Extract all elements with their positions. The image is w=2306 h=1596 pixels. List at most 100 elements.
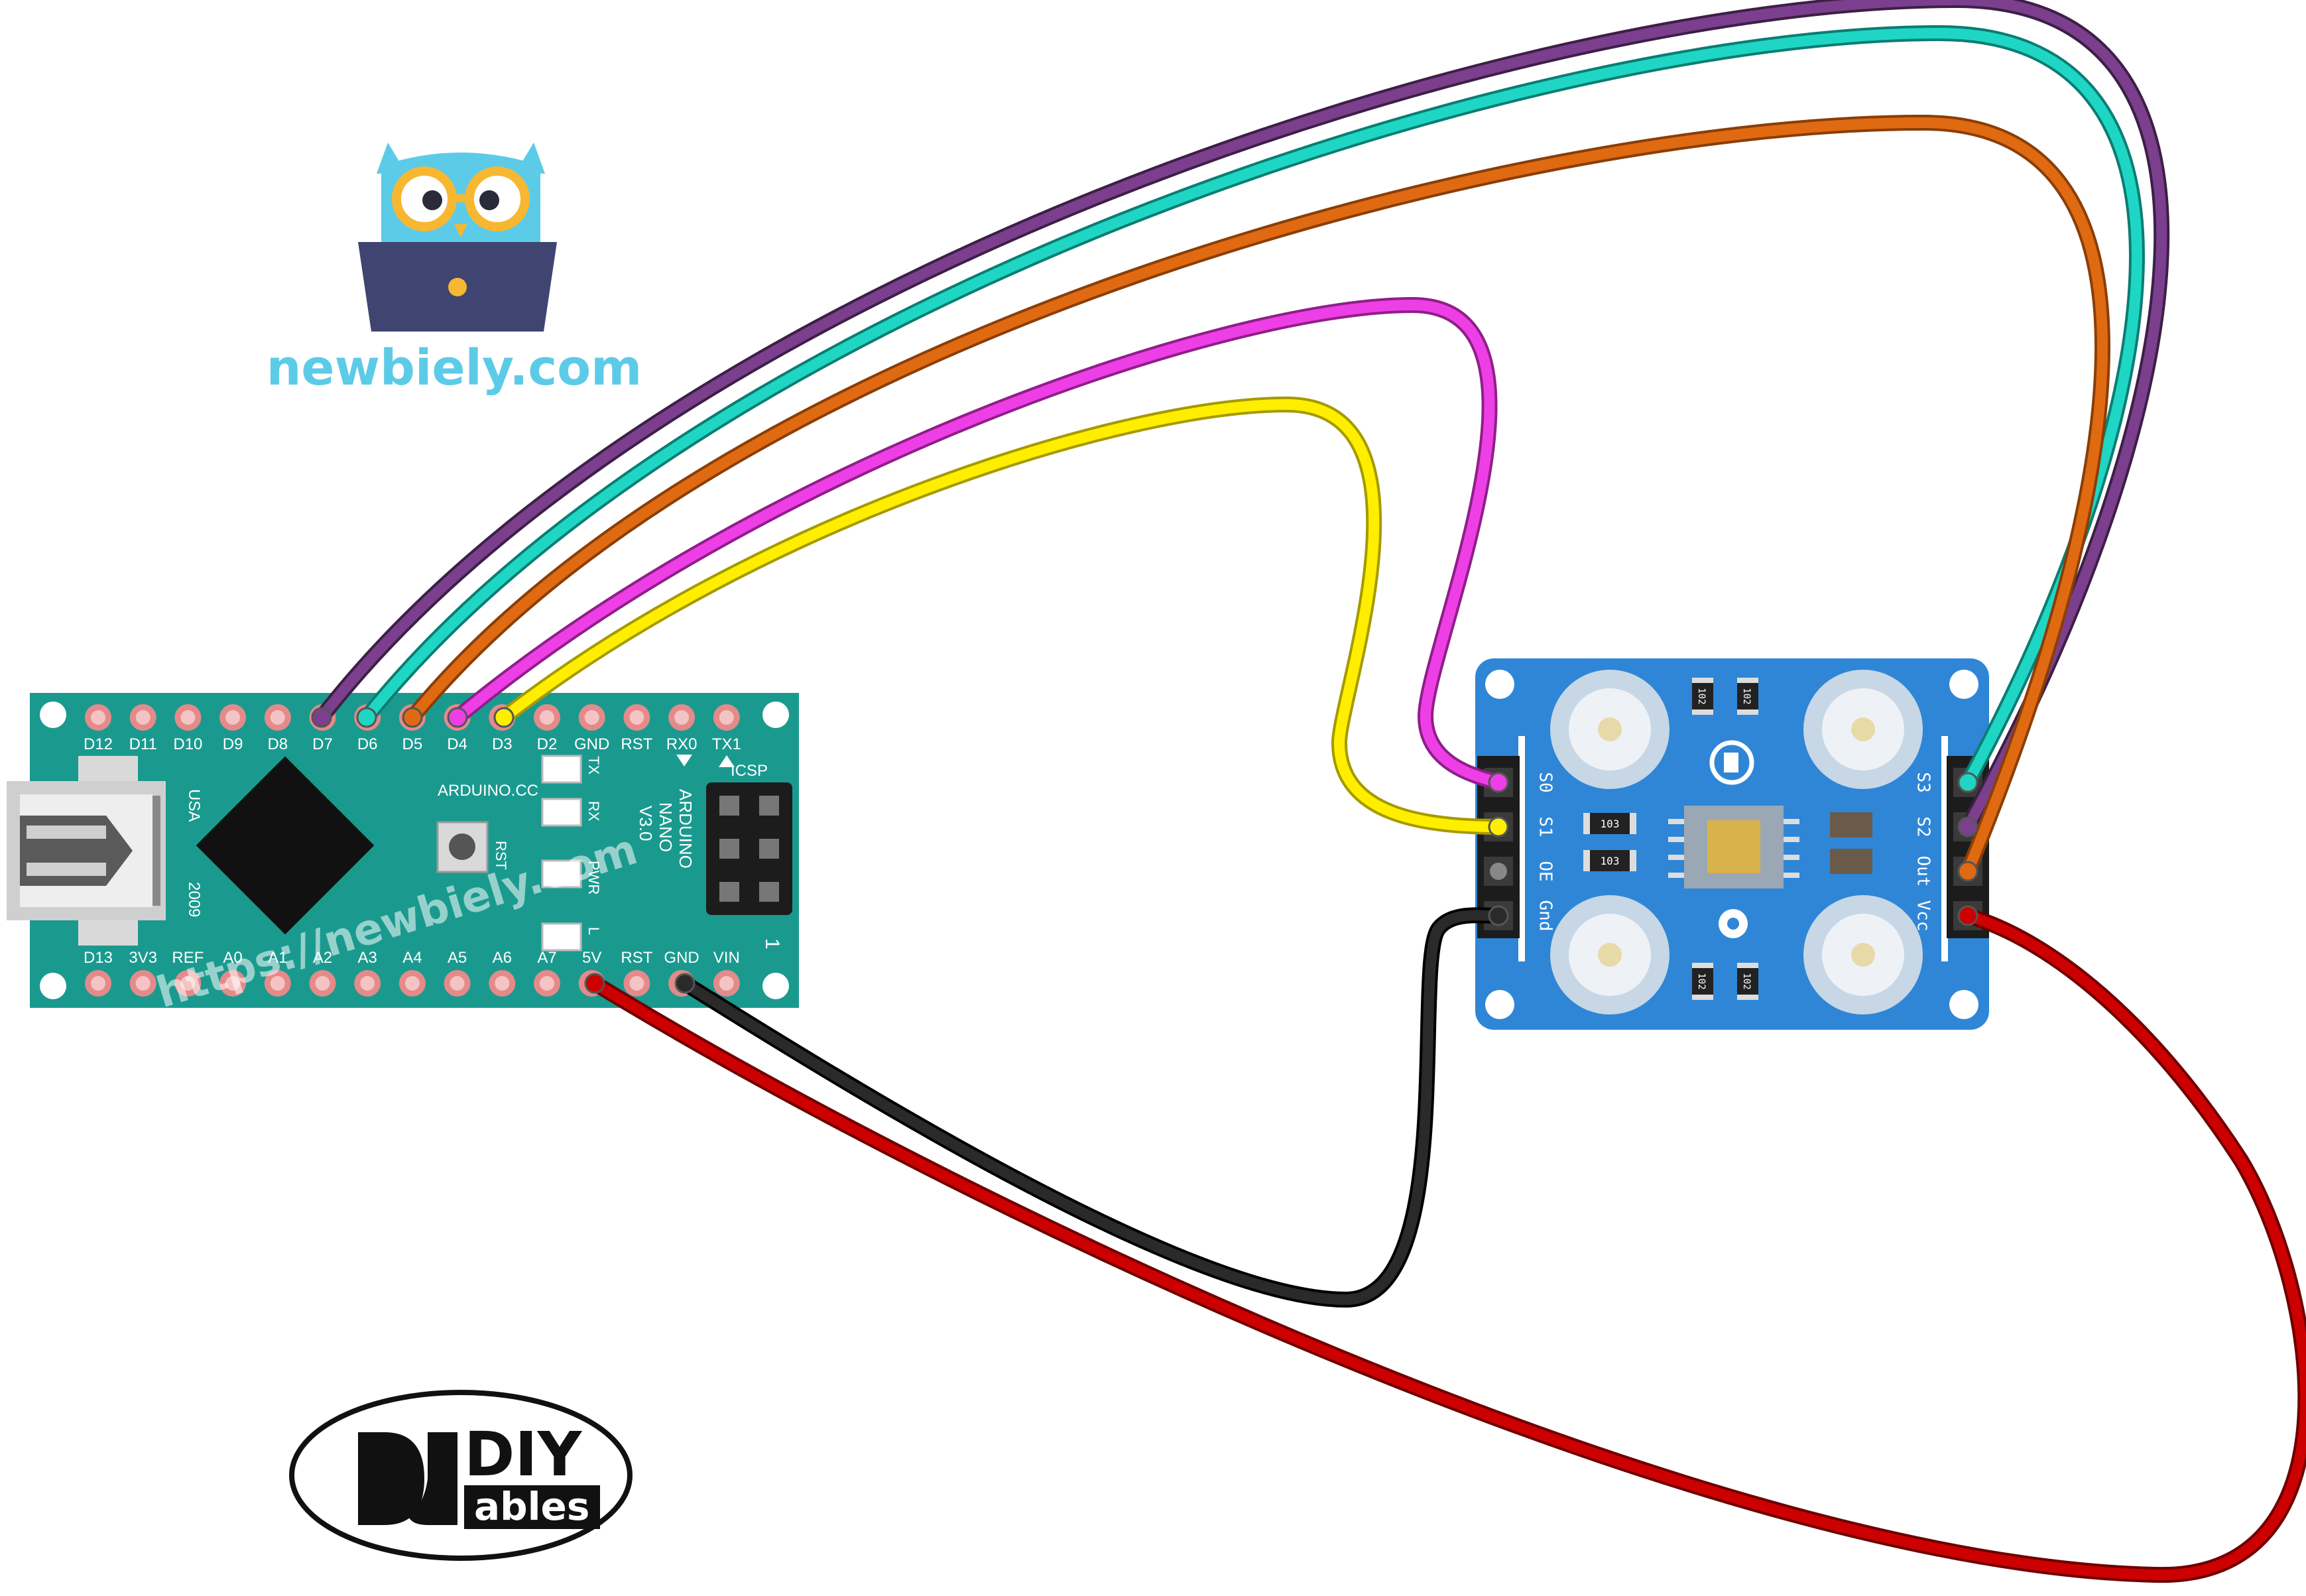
sensor-pin-label: S2 [1913, 816, 1933, 837]
wire-black [677, 907, 1506, 1308]
nano-pin-rst: RST [621, 704, 653, 753]
sensor-pin-label: Out [1913, 856, 1933, 887]
svg-text:102: 102 [1696, 973, 1707, 989]
wire-end [493, 707, 515, 728]
wire-end [1488, 905, 1509, 926]
nano-pin-a7: A7 [534, 949, 560, 997]
svg-text:ARDUINO: ARDUINO [676, 789, 696, 869]
nano-pin-label: GND [664, 949, 699, 967]
led-pwr-label: PWR [585, 861, 602, 894]
nano-pin-label: D9 [223, 735, 243, 753]
nano-pin-label: A3 [358, 949, 377, 967]
svg-text:103: 103 [1601, 818, 1620, 830]
gear-icon [1719, 909, 1748, 938]
icsp-header [706, 782, 792, 915]
nano-pin-label: A7 [537, 949, 556, 967]
nano-pin-label: D12 [84, 735, 113, 753]
smd-resistors: 102 102 103 103 102 102 [1583, 678, 1758, 1000]
nano-pin-label: D11 [129, 735, 157, 753]
nano-pin-label: D10 [173, 735, 202, 753]
svg-text:NANO: NANO [656, 802, 676, 852]
sensor-logo-icon [1709, 740, 1754, 785]
nano-pin-rst: RST [621, 949, 653, 997]
onboard-leds [541, 755, 582, 951]
wire-end [1957, 905, 1978, 926]
nano-pin-label: A1 [268, 949, 287, 967]
nano-pin-a5: A5 [444, 949, 471, 997]
nano-pin-d10: D10 [173, 704, 202, 753]
wire-end [1488, 816, 1509, 837]
wire-end [1957, 861, 1978, 882]
sensor-pin-label: OE [1536, 861, 1555, 881]
sensor-pin-label: S0 [1536, 772, 1555, 792]
nano-pin-a6: A6 [489, 949, 516, 997]
tcs-sensor-chip [1668, 806, 1799, 889]
wire-end [311, 707, 332, 728]
nano-pin-label: D8 [267, 735, 288, 753]
nano-pin-tx1: TX1 [712, 704, 741, 753]
nano-pin-d11: D11 [129, 704, 157, 753]
wire-end [402, 707, 423, 728]
newbiely-logo: newbiely.com [267, 143, 642, 397]
nano-pin-label: GND [574, 735, 609, 753]
sensor-pin-label: S3 [1913, 772, 1933, 792]
wire-end [674, 973, 696, 994]
nano-pin-a3: A3 [354, 949, 381, 997]
led-l-label: L [585, 927, 602, 935]
nano-pin-d2: D2 [534, 704, 560, 753]
nano-pin-label: RX0 [666, 735, 698, 753]
sensor-pin-label: Vcc [1913, 900, 1933, 932]
diyables-bottom-text: ables [474, 1484, 589, 1529]
nano-pin-label: A4 [402, 949, 422, 967]
sensor-pin-oe: OE [1484, 857, 1555, 886]
nano-pin-label: TX1 [712, 735, 741, 753]
arduino-cc-label: ARDUINO.CC [438, 782, 538, 800]
nano-pin-label: D5 [402, 735, 423, 753]
arduino-nano: ARDUINO.CC ICSP 1 USA 2009 RST TX RX PWR… [7, 693, 799, 1008]
usb-connector [7, 756, 166, 946]
year-label: 2009 [185, 882, 203, 917]
wire-cyan [359, 25, 2145, 790]
nano-pin-label: A5 [448, 949, 467, 967]
nano-pin-label: 3V3 [129, 949, 157, 967]
nano-pin-label: RST [621, 735, 652, 753]
wire-end [584, 973, 605, 994]
nano-pin-label: D6 [357, 735, 378, 753]
nano-pin-d9: D9 [219, 704, 247, 753]
nano-pin-rx0: RX0 [666, 704, 698, 753]
nano-pin-d12: D12 [84, 704, 113, 753]
svg-text:102: 102 [1741, 688, 1752, 704]
pin1-label: 1 [761, 938, 783, 950]
nano-pin-label: A6 [493, 949, 512, 967]
nano-pin-d8: D8 [264, 704, 291, 753]
wire-magenta [450, 296, 1506, 790]
sensor-pin-label: Gnd [1536, 900, 1555, 932]
svg-text:102: 102 [1696, 688, 1707, 704]
wire-red [587, 908, 2306, 1583]
nano-pin-label: REF [172, 949, 204, 967]
nano-pin-vin: VIN [713, 949, 740, 997]
nano-pin-label: VIN [713, 949, 740, 967]
nano-pin-label: D4 [447, 735, 467, 753]
svg-text:V3.0: V3.0 [636, 806, 656, 841]
nano-pin-a4: A4 [398, 949, 426, 997]
wire-end [447, 707, 468, 728]
nano-pin-label: 5V [582, 949, 601, 967]
nano-pin-label: RST [621, 949, 652, 967]
wire-end [1957, 772, 1978, 793]
nano-pin-a1: A1 [264, 949, 291, 997]
nano-pin-d13: D13 [84, 949, 113, 997]
wires [314, 0, 2306, 1583]
reset-button [436, 821, 489, 873]
wire-end [356, 707, 377, 728]
nano-pin-ref: REF [172, 949, 204, 997]
led-tx-label: TX [585, 756, 602, 774]
nano-pin-a0: A0 [219, 949, 247, 997]
nano-pin-label: A2 [313, 949, 332, 967]
nano-pin-label: D2 [537, 735, 558, 753]
white-leds [1550, 670, 1923, 1014]
wire-orange [404, 114, 2110, 879]
